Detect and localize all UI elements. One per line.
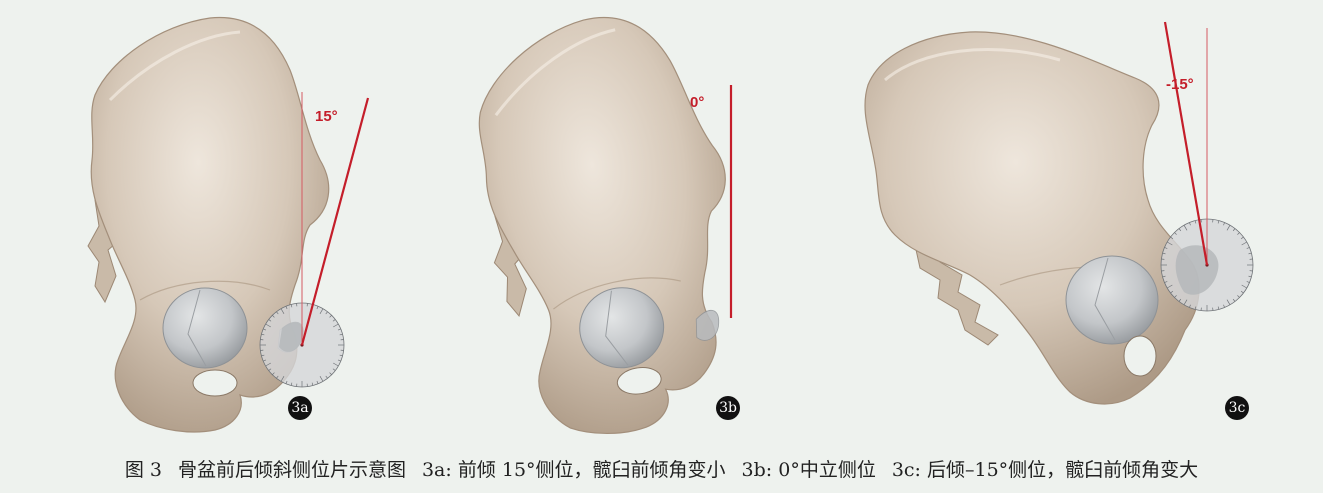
figure-caption: 图 3 骨盆前后倾斜侧位片示意图 3a: 前倾 15°侧位，髋臼前倾角变小 3b: 0…: [0, 448, 1323, 493]
acetabulum: [1066, 256, 1158, 344]
badge-label: 3a: [291, 400, 308, 416]
caption-title: 骨盆前后倾斜侧位片示意图: [178, 448, 406, 493]
pelvis-3b: [463, 3, 759, 445]
obturator-foramen: [1124, 336, 1156, 376]
figure-illustration: 15° 3a 0° 3b -15° 3c: [0, 0, 1323, 445]
caption-item-3a: 3a: 前倾 15°侧位，髋臼前倾角变小: [422, 448, 726, 493]
panel-badge: 3c: [1225, 396, 1249, 420]
panel-badge: 3b: [716, 396, 740, 420]
badge-label: 3b: [719, 400, 737, 416]
panel-badge: 3a: [288, 396, 312, 420]
acetabulum: [163, 288, 247, 368]
caption-item-3b: 3b: 0°中立侧位: [742, 448, 876, 493]
caption-item-3c: 3c: 后倾–15°侧位，髋臼前倾角变大: [892, 448, 1198, 493]
angle-label: 0°: [690, 94, 704, 111]
annotation-3c: -15° 3c: [1161, 22, 1253, 420]
obturator-foramen: [193, 370, 237, 396]
pelvis-3c: [865, 32, 1199, 404]
badge-label: 3c: [1229, 400, 1246, 416]
angle-label: 15°: [315, 108, 338, 125]
angle-label: -15°: [1166, 76, 1194, 93]
caption-figure-number: 图 3: [125, 448, 162, 493]
